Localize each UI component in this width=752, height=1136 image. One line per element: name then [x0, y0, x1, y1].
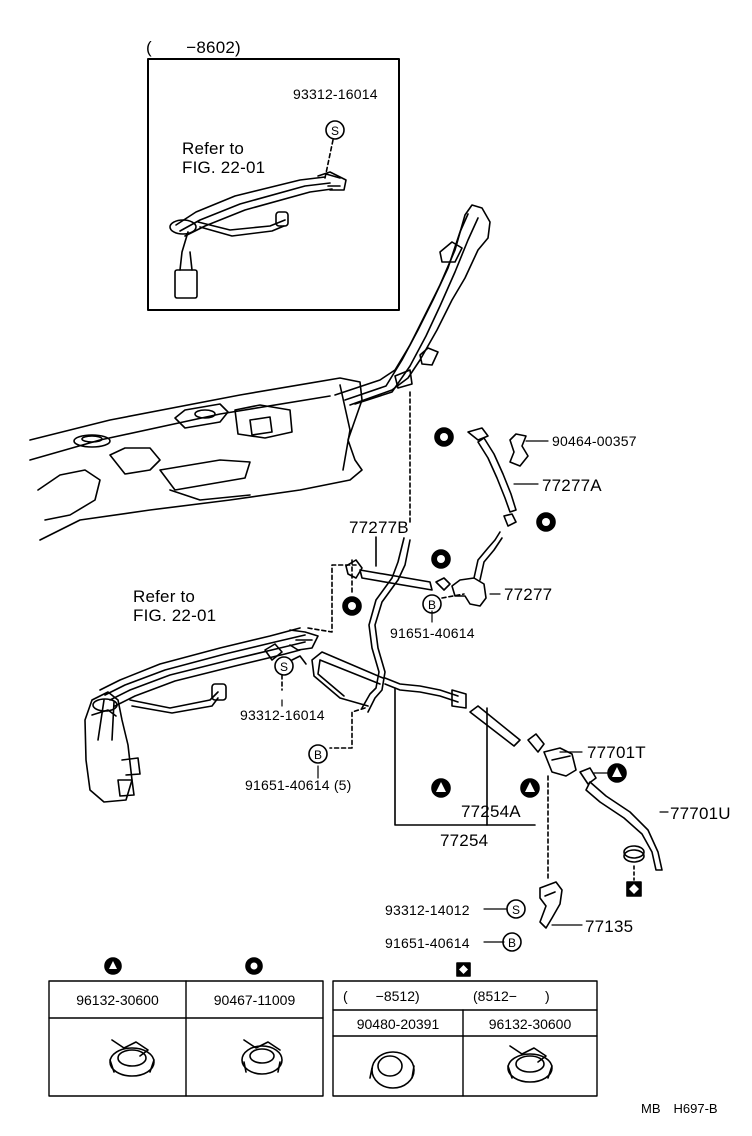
inset-range-label: ( −8602) [146, 38, 241, 57]
callout-77701U: 77701U [670, 804, 731, 823]
b-symbols [308, 594, 522, 952]
callout-77701T: 77701T [587, 743, 646, 762]
diamond-symbols [456, 881, 642, 977]
figure-code: MB H697-B [641, 1101, 718, 1116]
refer-line1: Refer to [133, 587, 196, 606]
callout-77254A: 77254A [461, 802, 521, 821]
inset-frame [147, 58, 400, 311]
callout-77254: 77254 [440, 831, 489, 850]
legend-right-part-1: 90480-20391 [356, 1016, 440, 1032]
triangle-symbols [104, 763, 627, 975]
legend-right-range-1: ( −8512) [343, 988, 420, 1004]
s-symbol-letter: S [331, 124, 340, 138]
callout-93312-14012: 93312-14012 [385, 902, 470, 918]
legend-left-header-1: 96132-30600 [76, 992, 159, 1008]
bracket-77277-illustration [435, 531, 503, 607]
fuel-line-77277B-illustration [281, 537, 536, 826]
inset-refer-line2: FIG. 22-01 [182, 158, 266, 177]
clamp-96132-30600-left-illustration [109, 1039, 155, 1077]
hose-77701U-illustration [579, 767, 663, 871]
callout-91651-40614-5: 91651-40614 (5) [245, 777, 352, 793]
callout-91651-40614-upper: 91651-40614 [390, 625, 475, 641]
grommet-illustration [623, 845, 645, 881]
callout-77277B: 77277B [349, 518, 409, 537]
callout-90464-00357: 90464-00357 [552, 433, 637, 449]
callout-93312-16014: 93312-16014 [240, 707, 325, 723]
inset-refer-line1: Refer to [182, 139, 245, 158]
breather-hose-77277A-illustration [467, 427, 529, 527]
clip-90467-11009-illustration [241, 1039, 283, 1075]
legend-left-table [48, 980, 324, 1097]
b-symbol-letter: B [508, 936, 517, 950]
fuel-tank-illustration [29, 377, 363, 541]
callout-77277: 77277 [504, 585, 553, 604]
filler-pipe-illustration [334, 204, 491, 526]
callout-91651-40614-lower: 91651-40614 [385, 935, 470, 951]
fuel-pump-assembly-illustration [84, 564, 357, 803]
leader-lines [281, 440, 669, 943]
clip-77135-illustration [539, 775, 563, 929]
callout-77277A: 77277A [542, 476, 602, 495]
clamp-96132-30600-right-illustration [507, 1045, 553, 1083]
legend-left-header-2: 90467-11009 [213, 992, 296, 1008]
hose-77254A-illustration [469, 705, 577, 777]
hose-77277B-illustration [345, 536, 433, 596]
b-symbol-letter: B [314, 748, 323, 762]
grommet-90480-20391-illustration [369, 1051, 415, 1089]
b-symbol-letter: B [428, 598, 437, 612]
s-symbol-letter: S [280, 660, 289, 674]
inset-fuel-sender-illustration [169, 139, 347, 299]
legend-right-part-2: 96132-30600 [488, 1016, 572, 1032]
refer-line2: FIG. 22-01 [133, 606, 217, 625]
s-symbols [274, 120, 526, 919]
s-symbol-letter: S [512, 903, 521, 917]
callout-77135: 77135 [585, 917, 634, 936]
ring-symbols [245, 427, 556, 975]
legend-right-table [332, 980, 598, 1097]
inset-part-number: 93312-16014 [293, 86, 378, 102]
legend-right-range-2: (8512− ) [473, 988, 550, 1004]
